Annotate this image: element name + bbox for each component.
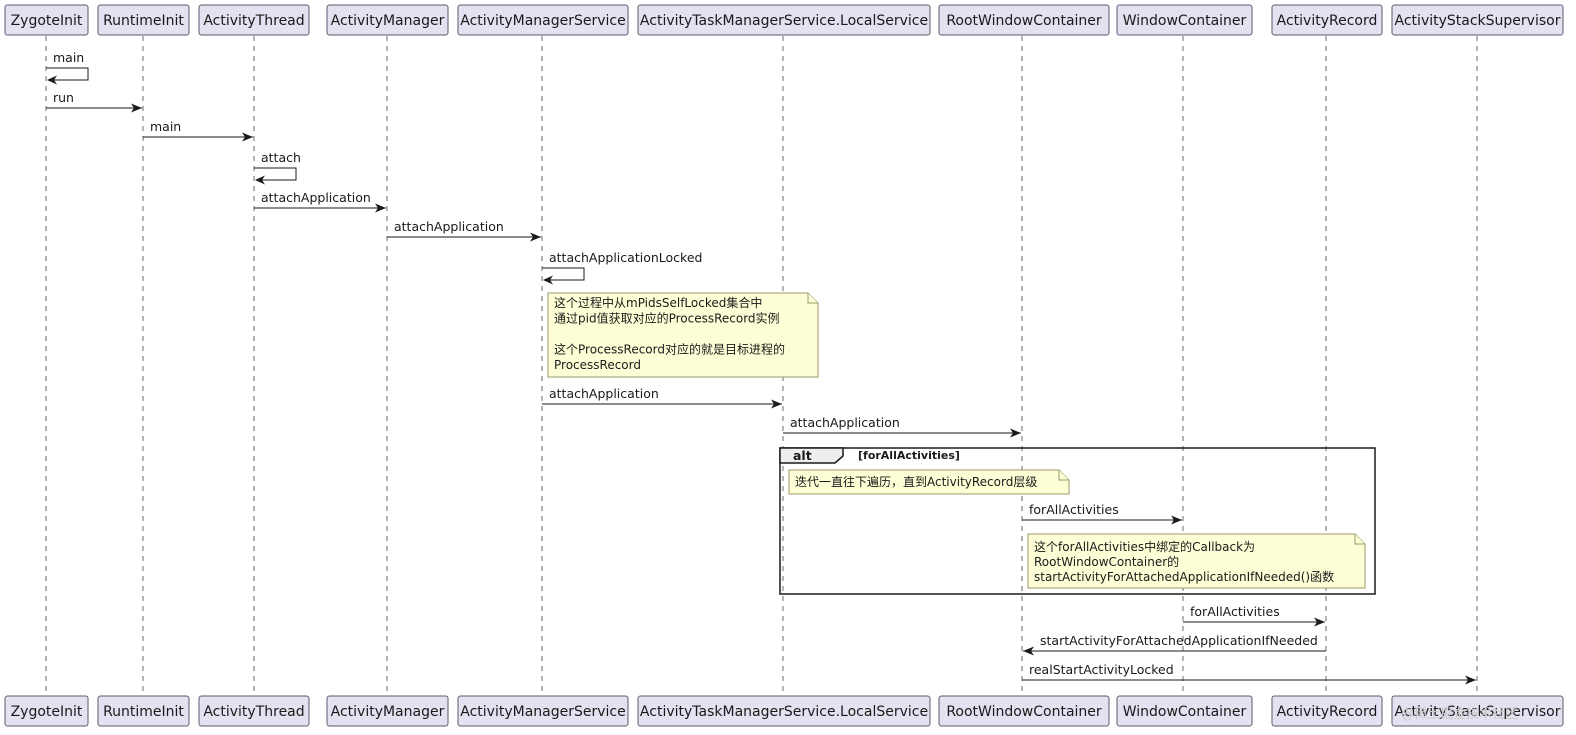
participant-label: ActivityManagerService — [460, 13, 625, 29]
message-label: startActivityForAttachedApplicationIfNee… — [1040, 633, 1318, 648]
participant-bottom-activitymanagerservice: ActivityManagerService — [457, 695, 629, 727]
participant-label: ActivityStackSupervisor — [1395, 13, 1561, 29]
participant-bottom-activitystacksupervisor: ActivityStackSupervisor — [1391, 695, 1564, 727]
message-label: forAllActivities — [1029, 502, 1119, 517]
message-attachapplicationlocked: attachApplicationLocked — [542, 250, 702, 285]
message-label: forAllActivities — [1190, 604, 1280, 619]
note-line: 这个过程中从mPidsSelfLocked集合中 — [554, 295, 762, 310]
participant-bottom-windowcontainer: WindowContainer — [1116, 695, 1253, 727]
participant-top-windowcontainer: WindowContainer — [1116, 4, 1253, 36]
message-attachapplication: attachApplication — [254, 190, 386, 213]
message-run: run — [46, 90, 142, 113]
participant-label: ActivityStackSupervisor — [1395, 704, 1561, 720]
participant-top-activitythread: ActivityThread — [198, 4, 310, 36]
message-label: attachApplication — [790, 415, 900, 430]
alt-frame-condition: [forAllActivities] — [858, 449, 960, 462]
participant-label: RootWindowContainer — [946, 13, 1102, 29]
message-attachapplication: attachApplication — [387, 219, 541, 242]
message-attachapplication: attachApplication — [542, 386, 782, 409]
participant-label: ActivityManager — [331, 13, 445, 29]
participant-label: ActivityRecord — [1277, 13, 1378, 29]
participant-bottom-rootwindowcontainer: RootWindowContainer — [938, 695, 1110, 727]
participant-label: ActivityThread — [203, 704, 304, 720]
participant-label: ActivityTaskManagerService.LocalService — [640, 704, 928, 720]
message-forallactivities: forAllActivities — [1022, 502, 1182, 525]
participant-label: ZygoteInit — [11, 13, 83, 29]
participant-top-rootwindowcontainer: RootWindowContainer — [938, 4, 1110, 36]
note-line: 这个forAllActivities中绑定的Callback为 — [1034, 539, 1255, 554]
participant-bottom-activitytaskmanagerservice-localservice: ActivityTaskManagerService.LocalService — [637, 695, 931, 727]
participant-bottom-activitymanager: ActivityManager — [326, 695, 449, 727]
note-line: ProcessRecord — [554, 358, 641, 372]
participant-top-activitymanagerservice: ActivityManagerService — [457, 4, 629, 36]
message-label: attach — [261, 150, 301, 165]
note-line: startActivityForAttachedApplicationIfNee… — [1034, 569, 1334, 584]
alt-frame — [779, 447, 1376, 595]
message-forallactivities: forAllActivities — [1183, 604, 1325, 627]
participant-top-activitymanager: ActivityManager — [326, 4, 449, 36]
note-2: 迭代一直往下遍历，直到ActivityRecord层级 — [788, 469, 1070, 495]
message-label: attachApplicationLocked — [549, 250, 702, 265]
participant-bottom-zygoteinit: ZygoteInit — [4, 695, 89, 727]
message-attach: attach — [254, 150, 301, 185]
message-label: attachApplication — [394, 219, 504, 234]
participant-top-activitytaskmanagerservice-localservice: ActivityTaskManagerService.LocalService — [637, 4, 931, 36]
message-label: realStartActivityLocked — [1029, 662, 1174, 677]
note-line: 迭代一直往下遍历，直到ActivityRecord层级 — [795, 474, 1037, 489]
participant-label: ZygoteInit — [11, 704, 83, 720]
note-line: RootWindowContainer的 — [1034, 554, 1179, 569]
participant-label: RootWindowContainer — [946, 704, 1102, 720]
message-main: main — [143, 119, 253, 142]
participant-top-activitystacksupervisor: ActivityStackSupervisor — [1391, 4, 1564, 36]
message-label: main — [150, 119, 181, 134]
participant-label: RuntimeInit — [103, 704, 184, 720]
note-3: 这个forAllActivities中绑定的Callback为RootWindo… — [1027, 533, 1366, 589]
participant-bottom-runtimeinit: RuntimeInit — [97, 695, 190, 727]
participant-label: WindowContainer — [1123, 13, 1247, 29]
message-main: main — [46, 50, 89, 85]
participant-label: ActivityManagerService — [460, 704, 625, 720]
message-realstartactivitylocked: realStartActivityLocked — [1022, 662, 1476, 685]
watermark: @稀土掘金技术社区 — [1401, 706, 1518, 722]
message-label: run — [53, 90, 74, 105]
message-label: main — [53, 50, 84, 65]
participant-label: WindowContainer — [1123, 704, 1247, 720]
participant-bottom-activitythread: ActivityThread — [198, 695, 310, 727]
participant-label: RuntimeInit — [103, 13, 184, 29]
participant-top-runtimeinit: RuntimeInit — [97, 4, 190, 36]
message-startactivityforattachedapplicationifneeded: startActivityForAttachedApplicationIfNee… — [1023, 633, 1326, 656]
message-label: attachApplication — [549, 386, 659, 401]
alt-frame-keyword: alt — [793, 448, 812, 463]
participant-bottom-activityrecord: ActivityRecord — [1271, 695, 1383, 727]
note-1: 这个过程中从mPidsSelfLocked集合中通过pid值获取对应的Proce… — [547, 292, 819, 378]
note-line: 这个ProcessRecord对应的就是目标进程的 — [554, 342, 785, 357]
participant-label: ActivityTaskManagerService.LocalService — [640, 13, 928, 29]
message-label: attachApplication — [261, 190, 371, 205]
participant-top-activityrecord: ActivityRecord — [1271, 4, 1383, 36]
participant-top-zygoteinit: ZygoteInit — [4, 4, 89, 36]
message-attachapplication: attachApplication — [783, 415, 1021, 438]
participant-label: ActivityRecord — [1277, 704, 1378, 720]
note-line: 通过pid值获取对应的ProcessRecord实例 — [554, 311, 780, 326]
alt-frame-tab — [779, 447, 844, 464]
participant-label: ActivityThread — [203, 13, 304, 29]
participant-label: ActivityManager — [331, 704, 445, 720]
